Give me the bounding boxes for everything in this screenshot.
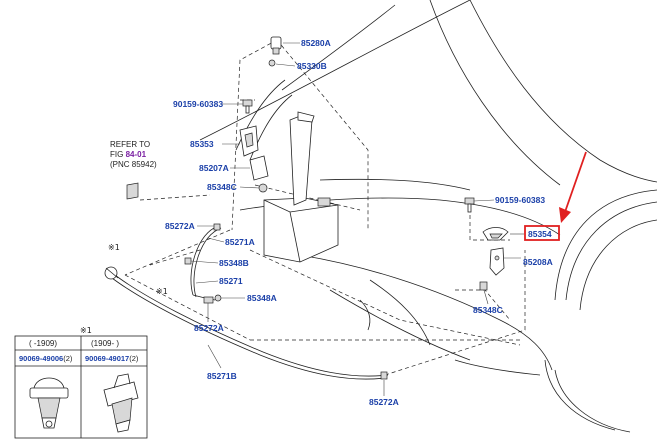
label-85330B[interactable]: 85330B xyxy=(297,61,327,71)
ref-fig-link[interactable]: 84-01 xyxy=(126,150,147,159)
label-85207A[interactable]: 85207A xyxy=(199,163,229,173)
label-85348A[interactable]: 85348A xyxy=(247,293,277,303)
label-85280A[interactable]: 85280A xyxy=(301,38,331,48)
legend-col2-qty: (2) xyxy=(129,354,139,363)
legend-col2-part-number[interactable]: 90069-49017 xyxy=(85,354,129,363)
mark-note-lower: ※1 xyxy=(156,287,168,296)
label-85271[interactable]: 85271 xyxy=(219,276,243,286)
clip-85330B[interactable] xyxy=(268,59,276,67)
washer-motor-85353[interactable] xyxy=(239,125,259,157)
legend-col1-qty: (2) xyxy=(63,354,73,363)
assembly-lines xyxy=(124,39,526,376)
label-85208A[interactable]: 85208A xyxy=(523,257,553,267)
ref-line-2: FIG 84-01 xyxy=(110,150,147,159)
label-90159-60383-right[interactable]: 90159-60383 xyxy=(495,195,545,205)
grommet-85348C-upper[interactable] xyxy=(258,183,268,193)
legend-col2-part: 90069-49017(2) xyxy=(85,354,139,363)
pump-85207A[interactable] xyxy=(249,155,269,181)
ref-line-2-prefix: FIG xyxy=(110,150,126,159)
legend-col1-range: ( -1909) xyxy=(29,339,57,348)
mark-note-upper: ※1 xyxy=(108,243,120,252)
highlight-box xyxy=(524,225,560,241)
label-85348C-upper[interactable]: 85348C xyxy=(207,182,237,192)
leader-lines xyxy=(190,42,521,396)
legend-col2-range: (1909- ) xyxy=(91,339,119,348)
washer-nozzle-85280A[interactable] xyxy=(270,36,282,55)
label-85272A-bottom[interactable]: 85272A xyxy=(369,397,399,407)
joint-85272A-bottom[interactable] xyxy=(380,371,388,380)
label-85353[interactable]: 85353 xyxy=(190,139,214,149)
label-85272A-lower[interactable]: 85272A xyxy=(194,323,224,333)
reference-note: REFER TO FIG 84-01 (PNC 85942) xyxy=(110,140,157,169)
label-85348B[interactable]: 85348B xyxy=(219,258,249,268)
legend-header-mark: ※1 xyxy=(80,326,92,335)
grommet-85348C-right[interactable] xyxy=(479,281,488,291)
washer-hose-85271[interactable] xyxy=(184,223,222,298)
label-85272A-upper[interactable]: 85272A xyxy=(165,221,195,231)
joint-85272A-lower[interactable] xyxy=(203,296,214,304)
clip-icon-1909-after xyxy=(103,373,139,433)
nozzle-85354[interactable] xyxy=(482,227,509,241)
label-85271A[interactable]: 85271A xyxy=(225,237,255,247)
ref-line-1: REFER TO xyxy=(110,140,150,149)
legend-col1-part-number[interactable]: 90069-49006 xyxy=(19,354,63,363)
label-85348C-right[interactable]: 85348C xyxy=(473,305,503,315)
bolt-90159-60383-right[interactable] xyxy=(464,197,475,213)
bolt-90159-60383-upper[interactable] xyxy=(242,99,253,114)
label-85354[interactable]: 85354 xyxy=(528,229,552,239)
highlight-arrow xyxy=(564,151,587,213)
vehicle-body-outline xyxy=(199,0,657,433)
highlight-85354: 85354 xyxy=(510,151,587,241)
grommet-85348A[interactable] xyxy=(214,294,222,302)
arrow-head-icon xyxy=(559,207,571,223)
part-labels: 85280A 85330B 90159-60383 85353 85207A 8… xyxy=(165,38,553,407)
clip-legend-table: ※1 ( -1909) (1909- ) 90069-49006(2) 9006… xyxy=(14,326,148,439)
hose-clip-left[interactable] xyxy=(104,266,119,280)
washer-tank[interactable] xyxy=(263,111,339,263)
clip-icon-1909-before xyxy=(29,377,69,429)
ref-line-3: (PNC 85942) xyxy=(110,160,157,169)
label-90159-60383-upper[interactable]: 90159-60383 xyxy=(173,99,223,109)
label-85271B[interactable]: 85271B xyxy=(207,371,237,381)
legend-col1-part: 90069-49006(2) xyxy=(19,354,73,363)
bracket-85208A[interactable] xyxy=(489,247,505,276)
reference-bracket-85942[interactable] xyxy=(126,182,139,200)
